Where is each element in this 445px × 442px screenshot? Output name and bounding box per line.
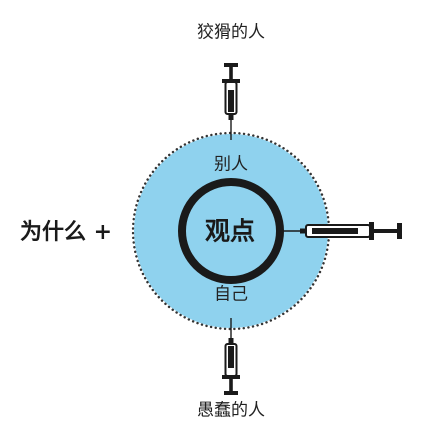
label-self: 自己 bbox=[214, 284, 248, 305]
label-viewpoint: 观点 bbox=[204, 216, 256, 246]
label-cunning-people: 狡猾的人 bbox=[197, 22, 265, 43]
label-why-plus: 为什么 + bbox=[19, 219, 113, 245]
syringe-top-icon bbox=[221, 62, 241, 141]
syringe-right-icon bbox=[280, 222, 402, 240]
label-foolish-people: 愚蠢的人 bbox=[197, 400, 265, 421]
label-others: 别人 bbox=[214, 154, 248, 175]
